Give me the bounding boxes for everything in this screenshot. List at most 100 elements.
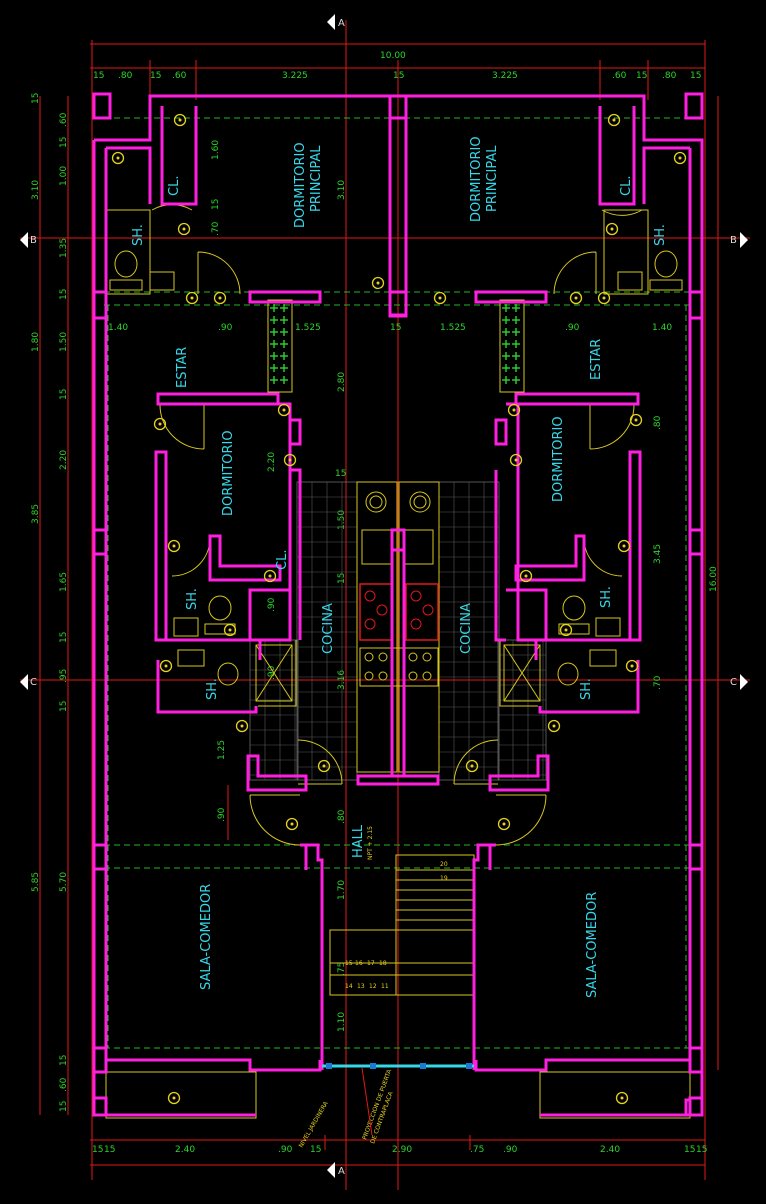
door-tag-icon [277,403,291,417]
dim-top: .80 [662,71,677,81]
door-tag-icon [629,413,643,427]
dim-top: 15 [393,71,404,81]
room-label-cocina-right: COCINA [459,603,474,654]
stair-number: 18 [379,960,387,967]
note-hall-level: NPT + 2.15 [367,826,374,860]
dim-inner: .70 [653,675,663,690]
dim-bottom: .75 [470,1145,484,1155]
section-mark-a-top: A [338,18,345,29]
plant-icon [280,316,288,324]
plant-icon [512,364,520,372]
dim-top: .60 [612,71,627,81]
plant-icon [502,304,510,312]
room-label-closet: CL. [167,176,182,196]
plant-icon [502,328,510,336]
plant-icon [512,352,520,360]
dim-inner: 3.10 [337,180,347,200]
door-tag-icon [625,659,639,673]
toilet-icon [114,250,138,278]
stair-number: 17 [367,960,375,967]
stair-number: 13 [357,983,365,990]
section-mark-b-left: B [30,235,37,246]
room-label-dorm-principal-right: DORMITORIO [469,136,484,222]
dimension-labels: 10.00 15 .80 15 .60 3.225 15 3.225 .60 1… [31,51,719,1155]
door-tag-icon [177,222,191,236]
dim-left: 15 [31,93,41,104]
dim-left: 15 [59,701,69,712]
dim-left: 15 [59,1101,69,1112]
plant-icon [270,340,278,348]
door-swings [151,204,643,846]
door-tag-icon [597,291,611,305]
bathroom-fixtures [105,209,691,1119]
plant-icon [280,328,288,336]
door-tag-icon [497,817,511,831]
dim-inner: 1.10 [337,1012,347,1032]
plant-icon [512,376,520,384]
dim-bottom: 2.90 [392,1145,412,1155]
plant-icon [280,304,288,312]
room-label-hall: HALL [351,824,366,858]
plant-icon [502,376,510,384]
dim-left: 5.85 [31,872,41,892]
dim-inner: 1.40 [108,323,128,333]
door-tag-icon [607,113,621,127]
plant-icon [502,340,510,348]
door-tag-icon [111,151,125,165]
door-tag-icon [283,453,297,467]
dim-bottom: 15 [310,1145,321,1155]
dim-inner: 15 [390,323,401,333]
dim-inner: 15 [211,199,221,210]
room-label-cocina-left: COCINA [321,603,336,654]
room-labels: DORMITORIO PRINCIPAL DORMITORIO PRINCIPA… [131,136,668,998]
door-tag-icon [559,623,573,637]
dim-left: 1.50 [59,332,69,352]
room-label-bath: SH. [653,224,668,246]
room-label-bath: SH. [579,678,594,700]
plant-icon [502,352,510,360]
door-tag-icon [285,817,299,831]
toilet-icon [562,595,586,621]
dim-bottom: 2.40 [600,1145,620,1155]
dim-inner: .70 [211,221,221,236]
door-tag-icon [673,151,687,165]
room-label-principal-left: PRINCIPAL [309,145,324,212]
door-tag-icon [213,291,227,305]
stair-number: 20 [440,861,448,868]
dim-inner: .90 [267,665,277,680]
plant-icon [270,352,278,360]
section-mark-b-right: B [730,235,737,246]
dim-right-total: 16.00 [709,566,719,592]
planter-plants [267,299,525,393]
toilet-icon [654,250,678,278]
room-label-closet: CL. [619,176,634,196]
section-mark-c-right: C [730,677,737,688]
sink-icon [177,649,205,667]
sink-icon [173,617,199,637]
dim-left: 15 [59,137,69,148]
section-mark-a-bottom: A [338,1166,345,1177]
burner-grid [359,647,439,687]
dim-left: 3.10 [31,180,41,200]
dim-top: .80 [118,71,133,81]
door-tag-icon [547,719,561,733]
door-tag-icon [569,291,583,305]
dim-left: 1.00 [59,166,69,186]
section-markers: A A B B C C [20,14,748,1178]
room-label-estar-left: ESTAR [175,347,190,388]
door-tag-icon [509,453,523,467]
dim-inner: .90 [565,323,580,333]
dim-top: 15 [636,71,647,81]
plant-icon [270,328,278,336]
sink-icon [595,617,621,637]
plant-icon [280,376,288,384]
door-tag-icon [465,759,479,773]
dim-inner: .80 [337,809,347,824]
room-label-bath: SH. [185,588,200,610]
toilet-icon [208,595,232,621]
door-tag-icon [507,403,521,417]
door-tag-icon [371,276,385,290]
dim-left: 15 [59,1055,69,1066]
stairs: 15 16 17 18 20 19 14 13 12 11 [329,854,475,996]
